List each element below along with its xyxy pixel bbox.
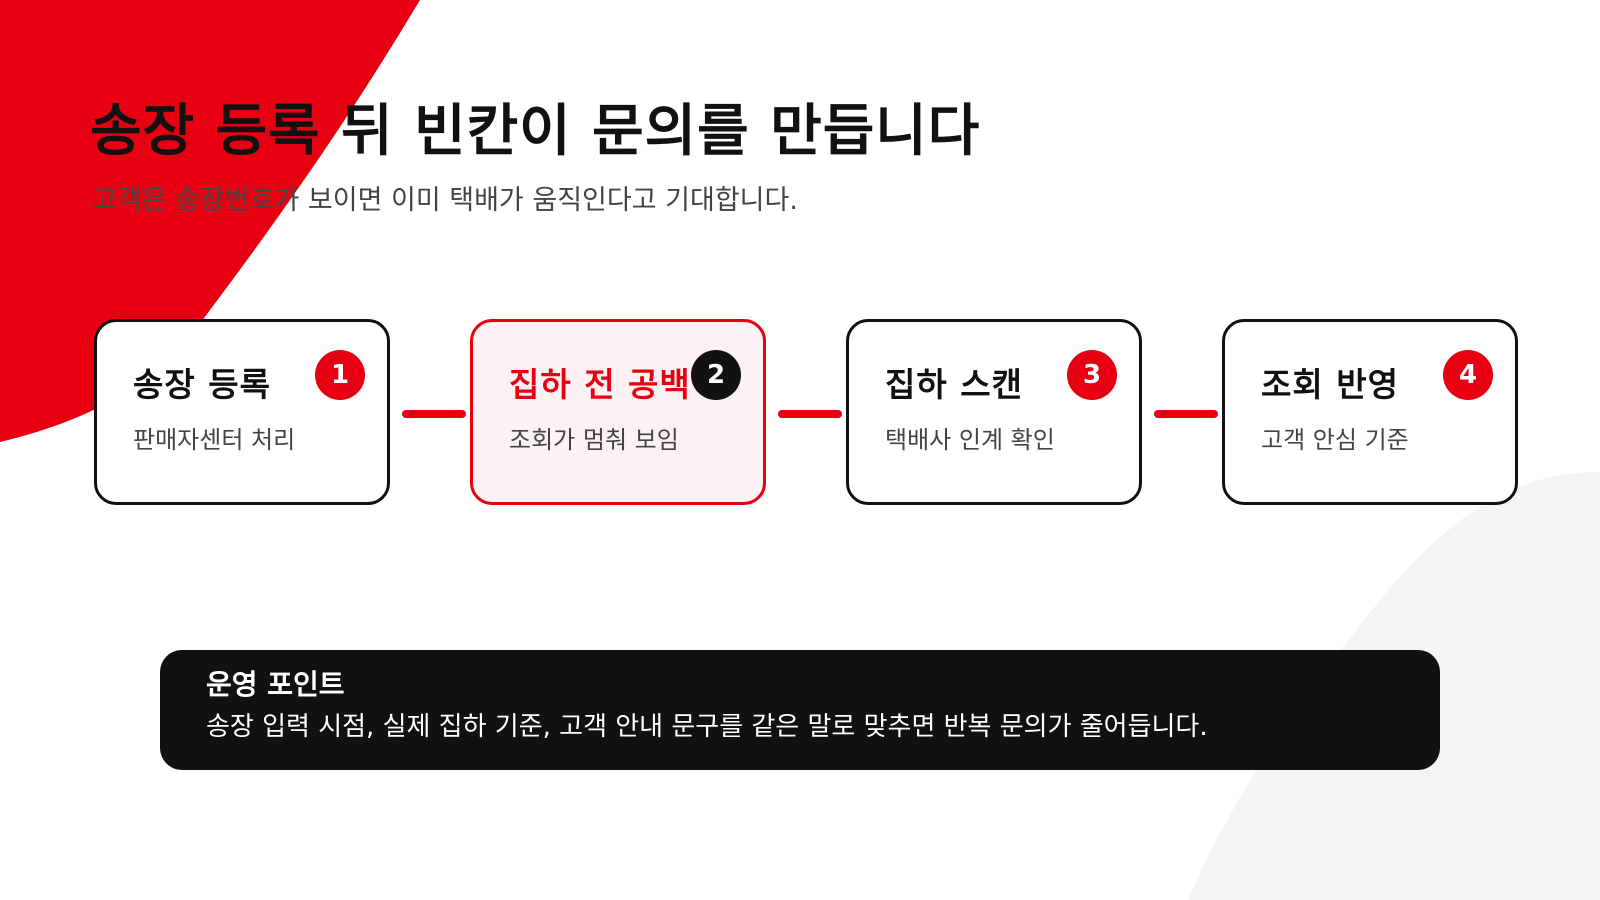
step-description: 판매자센터 처리 [133,426,296,454]
connector-3-4 [1154,410,1218,418]
step-title: 집하 전 공백 [509,365,691,404]
step-card-4: 조회 반영 4 고객 안심 기준 [1222,319,1518,505]
step-description: 조회가 멈춰 보임 [509,426,679,454]
step-card-3: 집하 스캔 3 택배사 인계 확인 [846,319,1142,505]
step-card-2: 집하 전 공백 2 조회가 멈춰 보임 [470,319,766,505]
operation-point-callout: 운영 포인트 송장 입력 시점, 실제 집하 기준, 고객 안내 문구를 같은 … [160,650,1440,770]
step-description: 고객 안심 기준 [1261,426,1409,454]
page-subtitle: 고객은 송장번호가 보이면 이미 택배가 움직인다고 기대합니다. [92,185,798,216]
callout-title: 운영 포인트 [206,668,345,701]
connector-1-2 [402,410,466,418]
step-number-badge: 4 [1443,350,1493,400]
connector-2-3 [778,410,842,418]
page-title: 송장 등록 뒤 빈칸이 문의를 만듭니다 [90,99,981,164]
step-title: 집하 스캔 [885,365,1023,404]
step-number-badge: 2 [691,350,741,400]
step-card-1: 송장 등록 1 판매자센터 처리 [94,319,390,505]
callout-text: 송장 입력 시점, 실제 집하 기준, 고객 안내 문구를 같은 말로 맞추면 … [206,712,1208,742]
step-description: 택배사 인계 확인 [885,426,1055,454]
step-title: 송장 등록 [133,365,271,404]
step-title: 조회 반영 [1261,365,1399,404]
step-number-badge: 1 [315,350,365,400]
step-number-badge: 3 [1067,350,1117,400]
